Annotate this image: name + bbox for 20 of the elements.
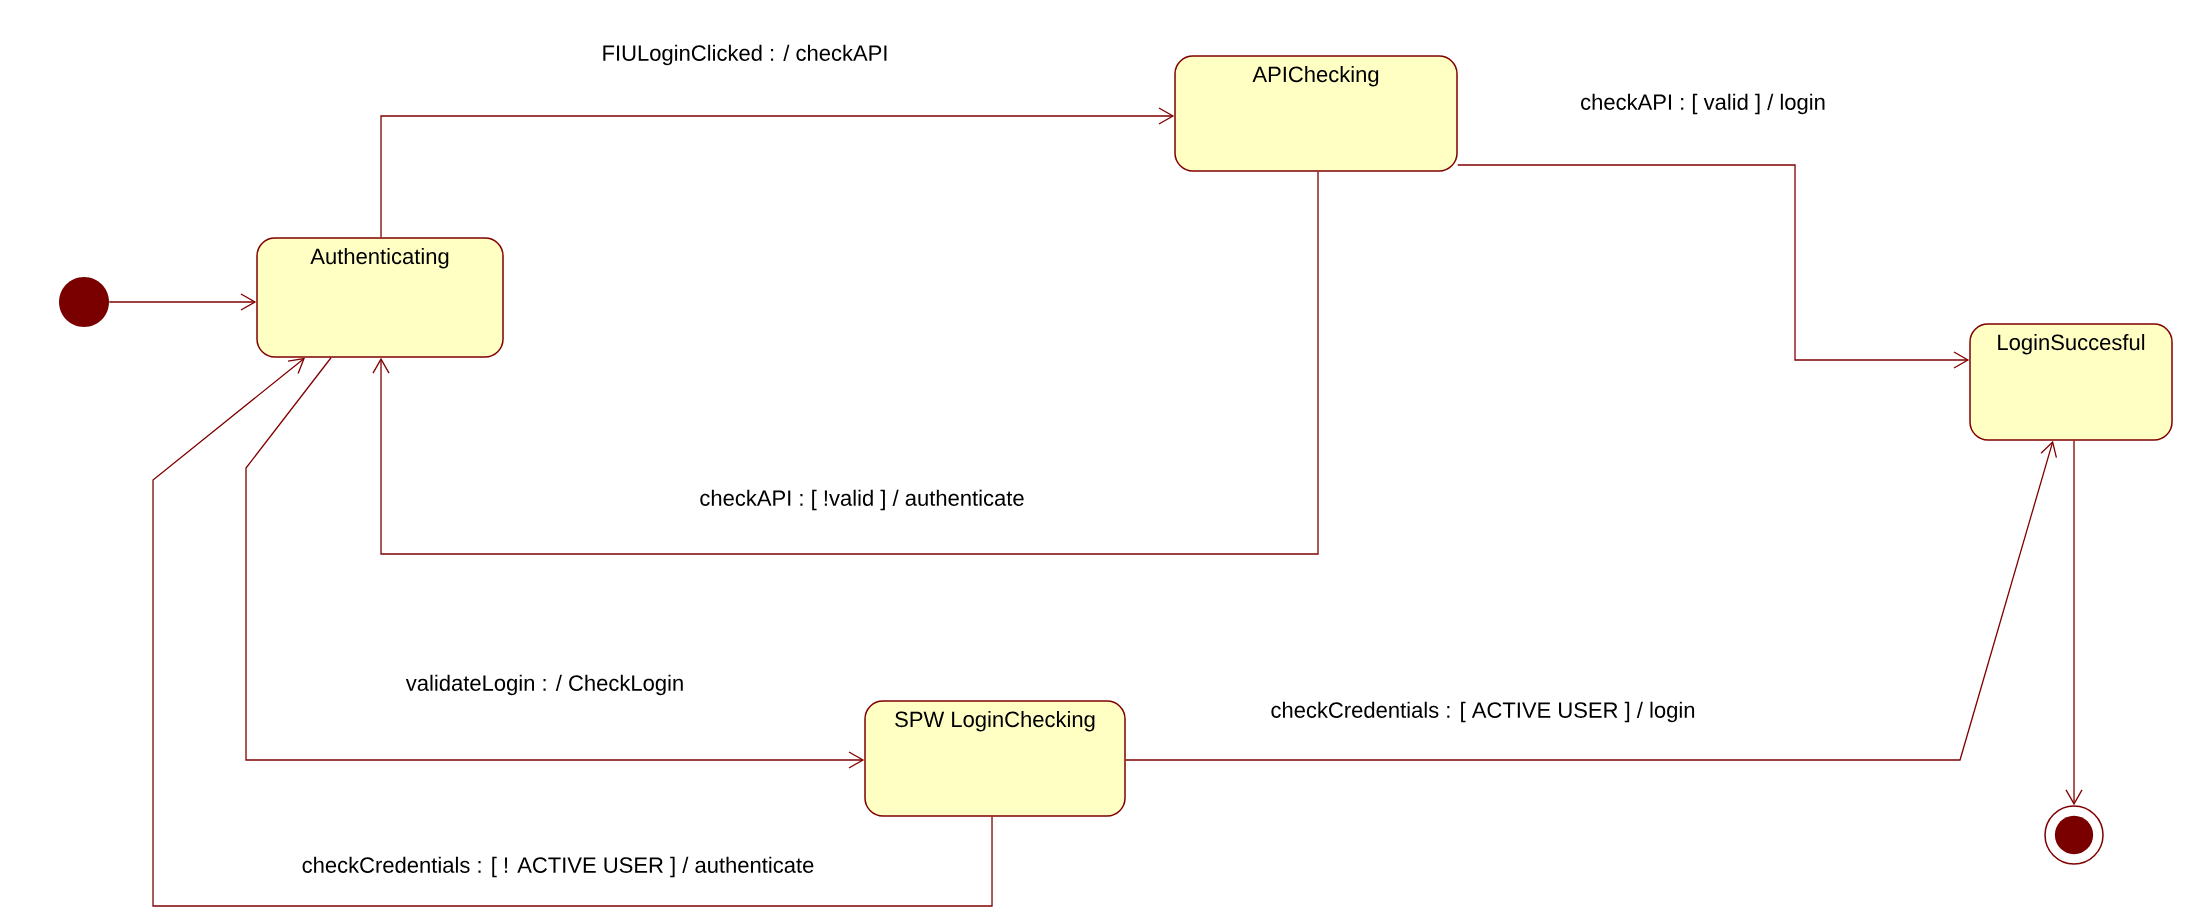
edge-label: checkAPI : [ !valid ] / authenticate: [697, 487, 1027, 513]
transition-arrow: [108, 293, 257, 311]
transition-arrow: [245, 357, 865, 769]
state-box: Authenticating: [256, 237, 504, 358]
state-box: SPW LoginChecking: [864, 700, 1126, 817]
transition-arrow: [380, 107, 1175, 238]
edge-label: checkCredentials : [ ACTIVE USER ] / login: [1268, 699, 1698, 725]
transition-arrow: [2065, 440, 2083, 806]
transition-arrow: [152, 357, 993, 907]
transition-arrow: [1125, 440, 2058, 761]
initial-state: [59, 277, 109, 327]
final-state: [2044, 805, 2104, 865]
edge-label: checkCredentials : [ ! ACTIVE USER ] / authenticate: [299, 854, 817, 880]
transition-arrow: [1457, 164, 1970, 369]
transition-arrow: [372, 171, 1319, 555]
state-box: LoginSuccesful: [1969, 323, 2173, 441]
state-box: APIChecking: [1174, 55, 1458, 172]
edge-label: checkAPI : [ valid ] / login: [1578, 91, 1828, 117]
edge-label: validateLogin : / CheckLogin: [403, 672, 687, 698]
edge-label: FIULoginClicked : / checkAPI: [599, 42, 891, 68]
